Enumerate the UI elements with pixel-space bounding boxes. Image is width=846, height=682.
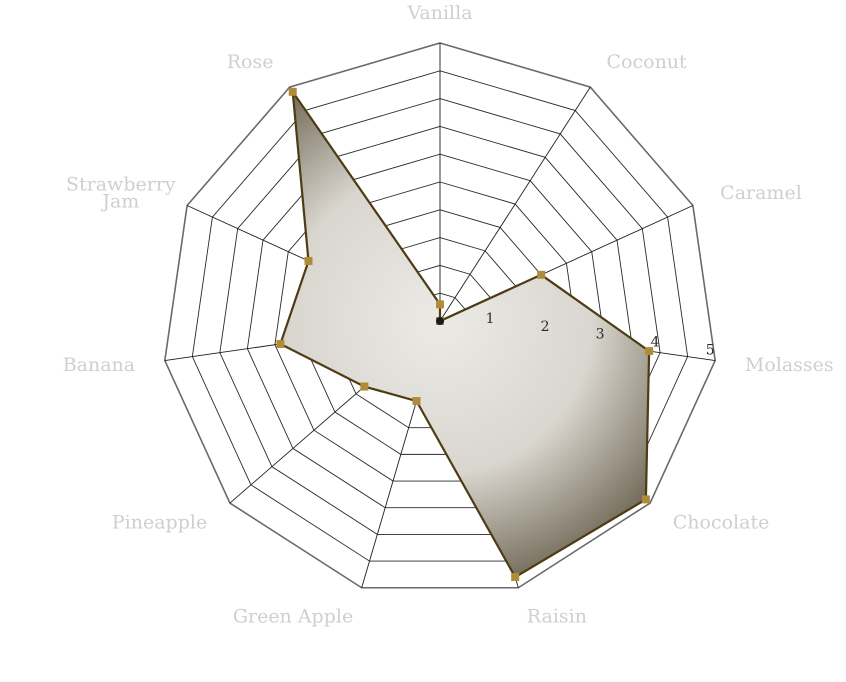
axis-label-banana: Banana: [63, 354, 135, 376]
series-area-0: [279, 87, 651, 579]
data-point-raisin: [511, 573, 520, 582]
grid-ring-8: [219, 98, 661, 535]
tick-label-3: 3: [596, 327, 605, 343]
spoke-coconut: [439, 86, 591, 322]
center-point: [436, 317, 444, 325]
data-area-layer: [276, 87, 654, 582]
tick-label-2: 2: [541, 319, 550, 335]
grid-ring-10: [164, 42, 716, 589]
data-point-pineapple: [360, 382, 369, 391]
tick-label-1: 1: [486, 311, 495, 327]
axis-label-molasses: Molasses: [745, 354, 834, 376]
tick-label-5: 5: [706, 343, 715, 359]
axis-label-vanilla: Vanilla: [406, 2, 472, 24]
grid-ring-9: [191, 70, 689, 562]
tick-label-layer: 1 2 3 4 5: [486, 311, 715, 359]
grid-ring-6: [274, 153, 606, 482]
data-point-vanilla: [436, 300, 444, 309]
axis-label-coconut: Coconut: [607, 51, 688, 73]
axis-label-raisin: Raisin: [527, 606, 587, 628]
data-point-banana: [276, 339, 285, 348]
axis-label-caramel: Caramel: [720, 182, 802, 204]
data-point-green-apple: [412, 397, 421, 406]
data-point-rose: [288, 87, 297, 96]
axis-label-green-apple: Green Apple: [233, 606, 353, 628]
axis-label-layer: VanillaCoconutCaramelMolassesChocolateRa…: [63, 2, 834, 628]
data-point-chocolate: [641, 495, 650, 504]
grid-ring-7: [246, 125, 634, 509]
axis-label-pineapple: Pineapple: [112, 512, 207, 534]
data-point-strawberry-jam: [304, 256, 313, 265]
axis-label-rose: Rose: [227, 51, 274, 73]
tick-label-4: 4: [651, 335, 660, 351]
axis-label-chocolate: Chocolate: [673, 512, 770, 534]
data-point-caramel: [537, 270, 546, 279]
data-point-molasses: [645, 347, 654, 356]
